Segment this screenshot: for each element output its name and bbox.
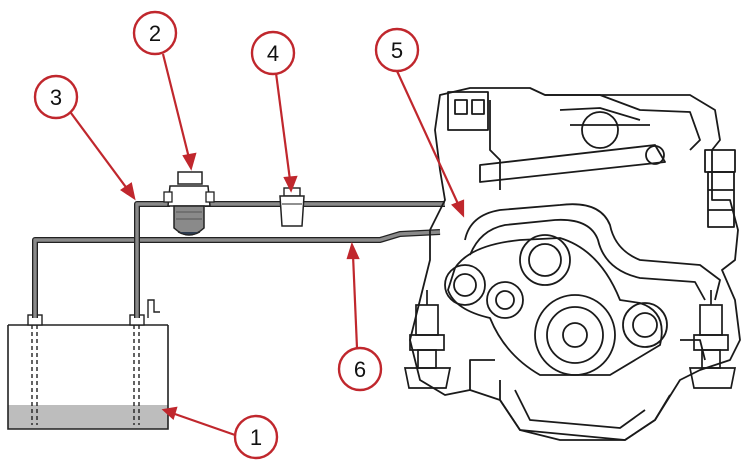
engine [409,87,741,441]
svg-text:5: 5 [391,38,403,63]
callout-2: 2 [132,10,178,56]
callout-3: 3 [33,74,79,120]
fuel-filter [163,171,215,236]
svg-text:3: 3 [50,85,62,110]
tank-outline [7,325,169,430]
engine-mount-left [403,290,452,389]
fuel-lines [32,201,445,318]
svg-text:6: 6 [354,357,366,382]
callout-leaders [70,53,465,437]
callout-4: 4 [250,30,296,76]
inline-filter [279,187,305,227]
svg-text:4: 4 [267,41,279,66]
fuel-return-line [32,229,441,318]
callout-6: 6 [337,346,383,392]
fuel-tank [7,299,169,430]
fuel-level [8,405,168,429]
svg-text:1: 1 [250,425,262,450]
svg-text:2: 2 [149,21,161,46]
callout-1: 1 [233,414,279,460]
engine-mount-right [688,290,737,389]
callout-5: 5 [374,27,420,73]
